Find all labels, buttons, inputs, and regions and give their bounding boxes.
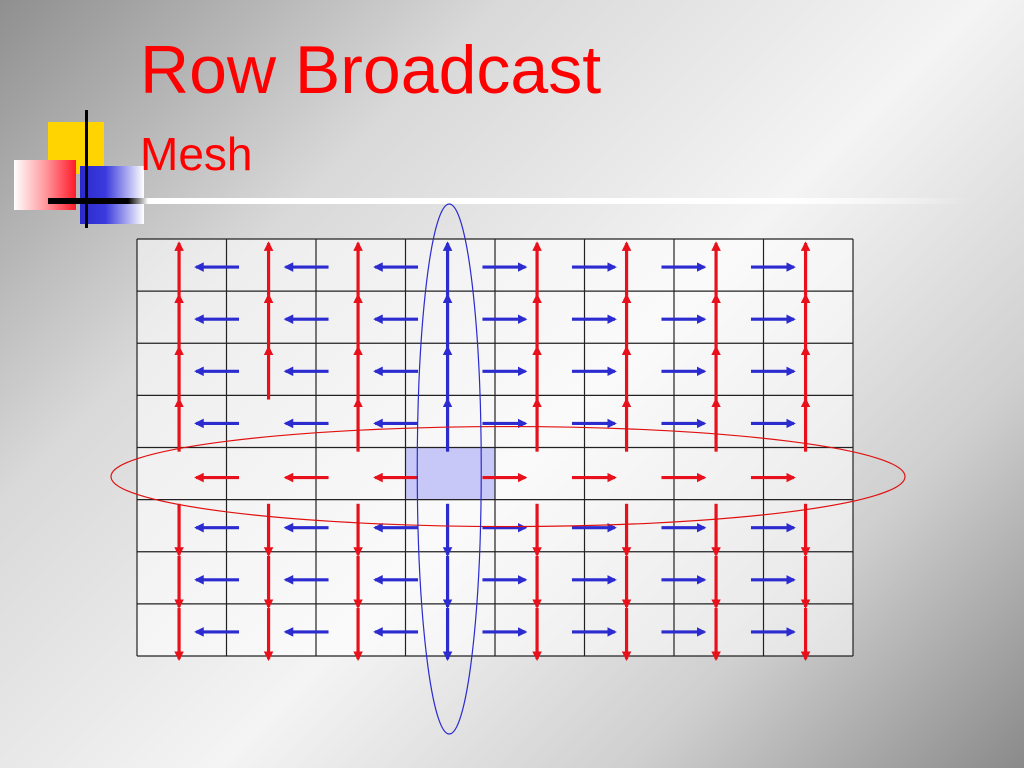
- mesh-ellipses: [110, 203, 906, 735]
- slide-logo: [0, 0, 160, 240]
- row-highlight-ellipse: [110, 425, 906, 528]
- mesh-grid: [136, 238, 854, 657]
- slide-title: Row Broadcast: [140, 32, 602, 108]
- title-divider: [48, 198, 972, 204]
- slide-subtitle: Mesh: [140, 128, 253, 180]
- source-node-cell: [405, 447, 495, 500]
- mesh-arrows: [174, 241, 811, 662]
- column-highlight-ellipse: [416, 203, 482, 735]
- logo-vertical-line: [85, 110, 88, 228]
- logo-blue-square: [80, 166, 144, 224]
